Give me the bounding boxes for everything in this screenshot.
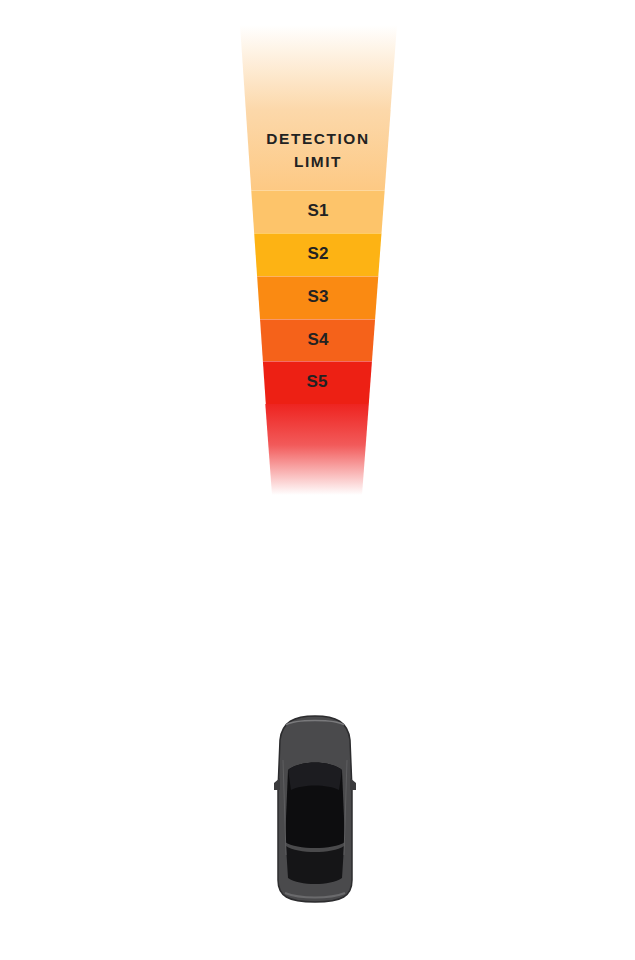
band-divider xyxy=(254,233,381,234)
range-fade-top xyxy=(240,25,397,110)
range-band: S5 xyxy=(262,361,372,404)
band-fill xyxy=(260,319,375,361)
zone-label: S3 xyxy=(308,287,329,307)
band-shape xyxy=(245,110,391,190)
car xyxy=(274,716,356,902)
band-fill xyxy=(254,233,381,276)
zone-label: S5 xyxy=(307,372,328,392)
band-divider xyxy=(257,276,378,277)
range-band: S2 xyxy=(254,233,382,276)
band-fill xyxy=(257,276,378,319)
range-band: S1 xyxy=(251,190,385,233)
range-fade-bottom xyxy=(265,404,369,495)
band-divider xyxy=(251,190,384,191)
band-fill xyxy=(246,110,391,190)
limit-label: DETECTION LIMIT xyxy=(252,127,384,173)
range-band: S3 xyxy=(257,276,379,319)
band-fill xyxy=(251,190,384,233)
band-divider xyxy=(260,319,375,320)
zone-label: S4 xyxy=(308,330,329,350)
band-divider xyxy=(263,361,372,362)
range-band: S4 xyxy=(260,319,376,361)
zone-label: S2 xyxy=(308,244,329,264)
band-fill xyxy=(263,361,372,404)
range-band: DETECTION LIMIT xyxy=(245,110,391,190)
zone-label: S1 xyxy=(308,201,329,221)
